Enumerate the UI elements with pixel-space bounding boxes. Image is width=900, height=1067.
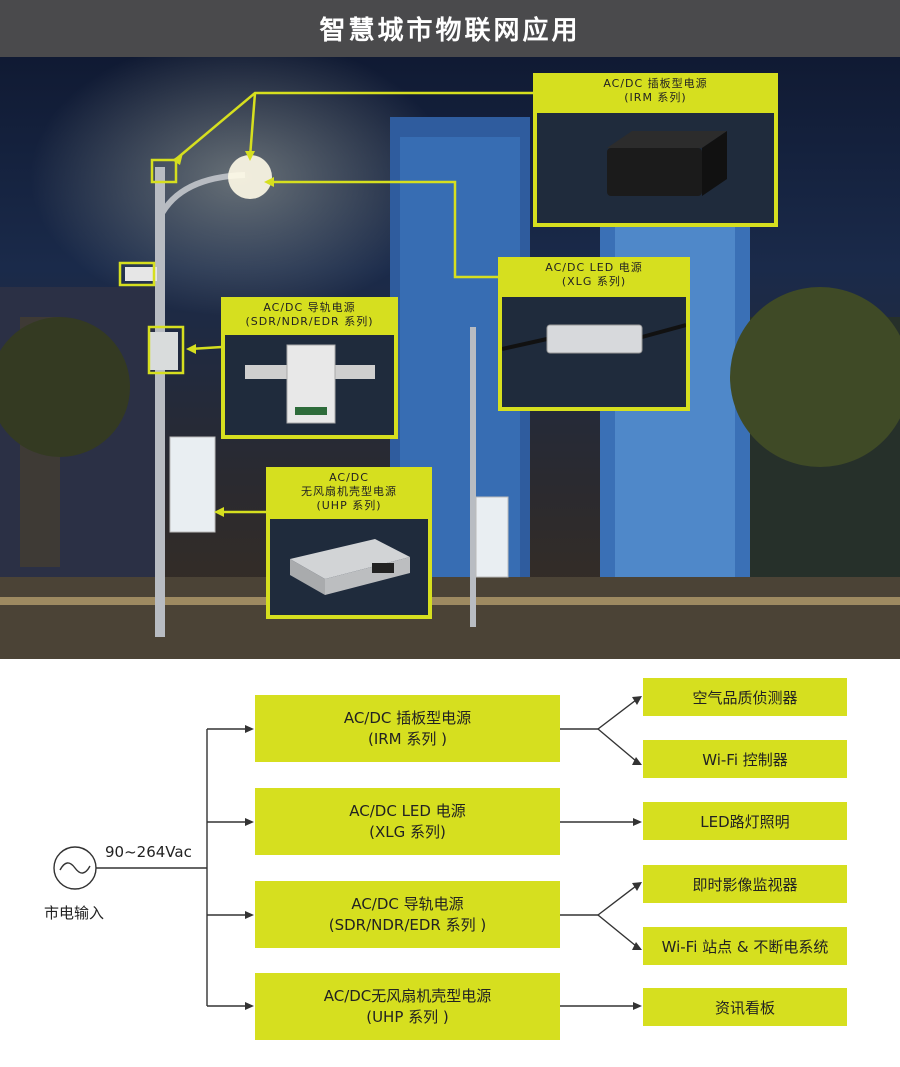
product-box-sdr: AC/DC 导轨电源 (SDR/NDR/EDR 系列 ): [255, 881, 560, 948]
light-trail: [0, 597, 900, 605]
product-box-uhp: AC/DC无风扇机壳型电源 (UHP 系列 ): [255, 973, 560, 1040]
callout-connectors: [118, 91, 535, 514]
info-screen-left: [169, 436, 216, 533]
sdr-din-rail-image: [225, 335, 394, 435]
output-wifi-controller: Wi-Fi 控制器: [643, 740, 847, 778]
callout-sdr-title: AC/DC 导轨电源 (SDR/NDR/EDR 系列): [245, 301, 374, 328]
product-uhp-line1: AC/DC无风扇机壳型电源: [323, 986, 492, 1005]
product-sdr-line1: AC/DC 导轨电源: [351, 894, 464, 913]
lamp-pole-right: [470, 327, 476, 627]
callout-irm-title: AC/DC 插板型电源 (IRM 系列): [603, 77, 708, 104]
sdr-din-rail-icon: [245, 344, 375, 424]
output-led-streetlight: LED路灯照明: [643, 802, 847, 840]
power-flow-diagram: 90~264Vac 市电输入 AC/DC 插板型电源 (IRM 系列 ) AC/…: [0, 659, 900, 1067]
product-box-xlg: AC/DC LED 电源 (XLG 系列): [255, 788, 560, 855]
callout-uhp: AC/DC 无风扇机壳型电源 (UHP 系列): [266, 467, 432, 619]
output-video-monitor: 即时影像监视器: [643, 865, 847, 903]
lamp-pole-left: [155, 167, 165, 637]
page-title: 智慧城市物联网应用: [0, 0, 900, 57]
callout-uhp-title: AC/DC 无风扇机壳型电源 (UHP 系列): [301, 471, 397, 512]
output-air-quality: 空气品质侦测器: [643, 678, 847, 716]
tree-canopy-left: [0, 317, 130, 457]
xlg-driver-image: [501, 297, 687, 407]
product-xlg-line1: AC/DC LED 电源: [349, 801, 466, 820]
tree-canopy-right: [730, 287, 900, 467]
mains-input-label: 市电输入: [44, 904, 105, 922]
callout-xlg: AC/DC LED 电源 (XLG 系列): [498, 257, 690, 411]
product-irm-line2: (IRM 系列 ): [367, 729, 448, 748]
product-uhp-line2: (UHP 系列 ): [366, 1007, 449, 1026]
smart-city-photo: AC/DC 插板型电源 (IRM 系列) AC/DC LED 电源 (XLG 系…: [0, 57, 900, 659]
xlg-driver-icon: [501, 323, 687, 354]
flow-connectors: [53, 696, 642, 1010]
street: [0, 577, 900, 659]
uhp-enclosed-icon: [290, 539, 410, 595]
output-info-board: 资讯看板: [643, 988, 847, 1026]
street-lamp-glow: [228, 155, 272, 199]
irm-module-image: [537, 113, 774, 223]
product-irm-line1: AC/DC 插板型电源: [343, 708, 472, 727]
product-sdr-line2: (SDR/NDR/EDR 系列 ): [328, 915, 487, 934]
product-box-irm: AC/DC 插板型电源 (IRM 系列 ): [255, 695, 560, 762]
product-xlg-line2: (XLG 系列): [369, 822, 446, 841]
callout-xlg-title: AC/DC LED 电源 (XLG 系列): [545, 261, 643, 288]
irm-module-icon: [607, 131, 727, 196]
input-voltage-label: 90~264Vac: [105, 843, 192, 861]
callout-sdr: AC/DC 导轨电源 (SDR/NDR/EDR 系列): [221, 297, 398, 439]
uhp-enclosed-image: [270, 519, 428, 615]
connector-arrowheads: [172, 151, 274, 517]
info-screen-right: [475, 496, 509, 578]
callout-irm: AC/DC 插板型电源 (IRM 系列): [533, 73, 778, 227]
output-wifi-ups: Wi-Fi 站点 & 不断电系统: [643, 927, 847, 965]
camera: [125, 267, 157, 281]
power-cabinet: [150, 332, 178, 370]
